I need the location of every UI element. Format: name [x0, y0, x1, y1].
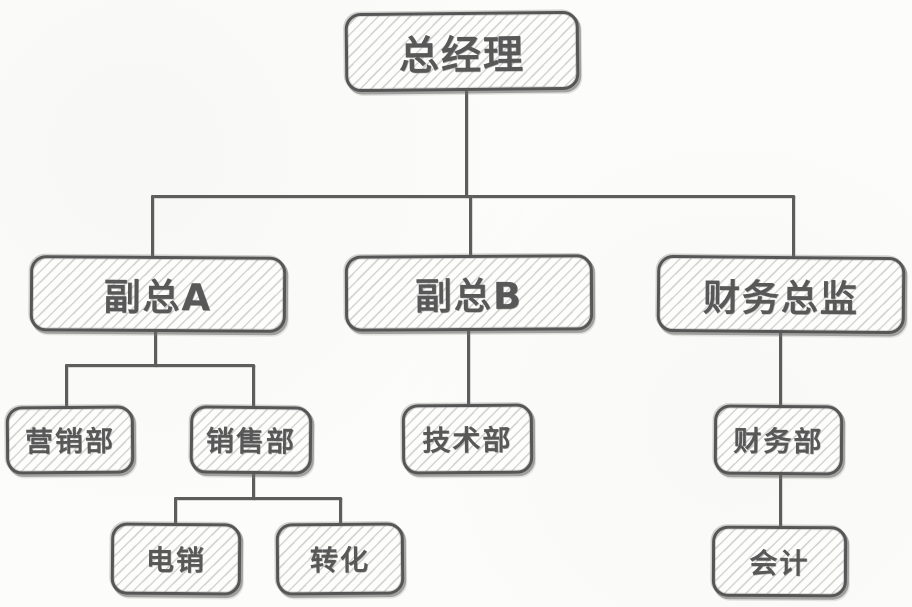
- connector-drop-marketing: [65, 364, 68, 408]
- org-node-sales-label: 销售部: [205, 424, 297, 459]
- connector-drop-cfo: [792, 195, 795, 258]
- connector-finance-to-accounting: [779, 474, 782, 528]
- org-node-marketing-label: 营销部: [24, 424, 116, 459]
- connector-ceo-trunk: [465, 90, 468, 198]
- org-node-vp-a-label: 副总A: [103, 275, 213, 320]
- org-node-tech: 技术部: [401, 403, 534, 475]
- connector-drop-conversion: [339, 497, 342, 526]
- connector-vp-a-bus: [65, 364, 255, 367]
- org-node-accounting: 会计: [711, 525, 848, 598]
- connector-sales-trunk: [252, 472, 255, 500]
- org-node-vp-b: 副总B: [344, 254, 594, 332]
- org-node-cfo: 财务总监: [656, 254, 906, 335]
- org-node-conversion-label: 转化: [309, 543, 371, 578]
- org-node-sales: 销售部: [189, 405, 313, 475]
- org-node-tech-label: 技术部: [422, 423, 513, 458]
- connector-drop-vp-b: [469, 195, 472, 257]
- org-node-finance: 财务部: [713, 404, 844, 476]
- org-node-ceo-label: 总经理: [398, 31, 526, 80]
- org-node-marketing: 营销部: [5, 405, 135, 475]
- org-node-conversion: 转化: [275, 522, 405, 596]
- connector-vp-b-to-tech: [467, 329, 470, 406]
- org-node-finance-label: 财务部: [733, 424, 824, 459]
- connector-sales-bus: [174, 497, 342, 500]
- org-node-telesales: 电销: [110, 522, 242, 596]
- connector-level2-bus: [151, 195, 795, 198]
- connector-cfo-to-finance: [779, 330, 782, 407]
- connector-vp-a-trunk: [154, 330, 157, 367]
- org-node-vp-a: 副总A: [29, 255, 287, 333]
- org-node-ceo: 总经理: [344, 10, 580, 93]
- org-node-vp-b-label: 副总B: [414, 274, 524, 319]
- connector-drop-sales: [252, 364, 255, 408]
- org-node-accounting-label: 会计: [749, 546, 810, 580]
- connector-drop-vp-a: [151, 195, 154, 258]
- connector-drop-telesales: [174, 497, 177, 526]
- org-node-telesales-label: 电销: [145, 543, 207, 578]
- org-node-cfo-label: 财务总监: [702, 275, 860, 321]
